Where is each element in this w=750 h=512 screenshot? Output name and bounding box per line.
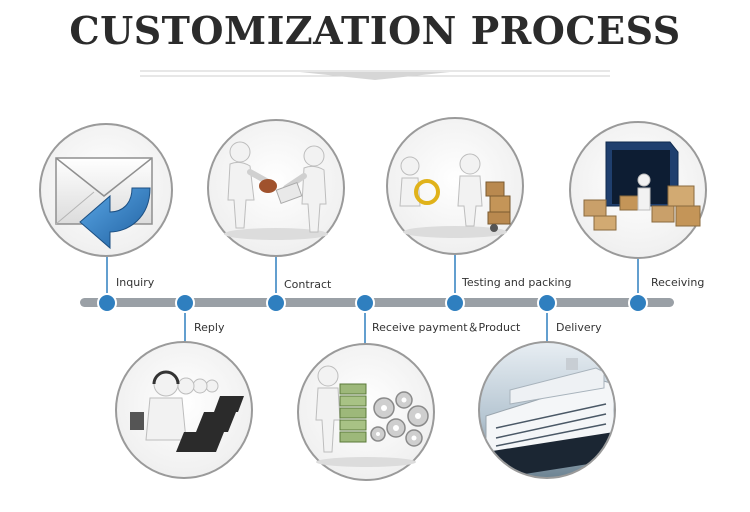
step-label-reply: Reply xyxy=(194,321,225,334)
step-label-testing: Testing and packing xyxy=(461,276,572,289)
step-label-delivery: Delivery xyxy=(556,321,602,334)
container-boxes-icon xyxy=(570,122,706,258)
node-reply xyxy=(176,294,194,312)
inspection-packing-icon xyxy=(387,118,523,254)
node-delivery xyxy=(538,294,556,312)
step-label-receiving: Receiving xyxy=(651,276,704,289)
call-center-icon xyxy=(116,342,252,478)
node-inquiry xyxy=(98,294,116,312)
money-gears-icon xyxy=(298,344,434,480)
node-payment xyxy=(356,294,374,312)
envelope-reply-icon xyxy=(40,124,172,256)
node-contract xyxy=(267,294,285,312)
timeline-bar xyxy=(80,298,674,307)
cruise-ship-icon xyxy=(479,342,615,480)
step-label-payment: Receive payment＆Product xyxy=(372,321,521,334)
handshake-contract-icon xyxy=(208,120,344,256)
node-testing xyxy=(446,294,464,312)
step-label-inquiry: Inquiry xyxy=(116,276,155,289)
step-label-contract: Contract xyxy=(284,278,332,291)
node-receiving xyxy=(629,294,647,312)
